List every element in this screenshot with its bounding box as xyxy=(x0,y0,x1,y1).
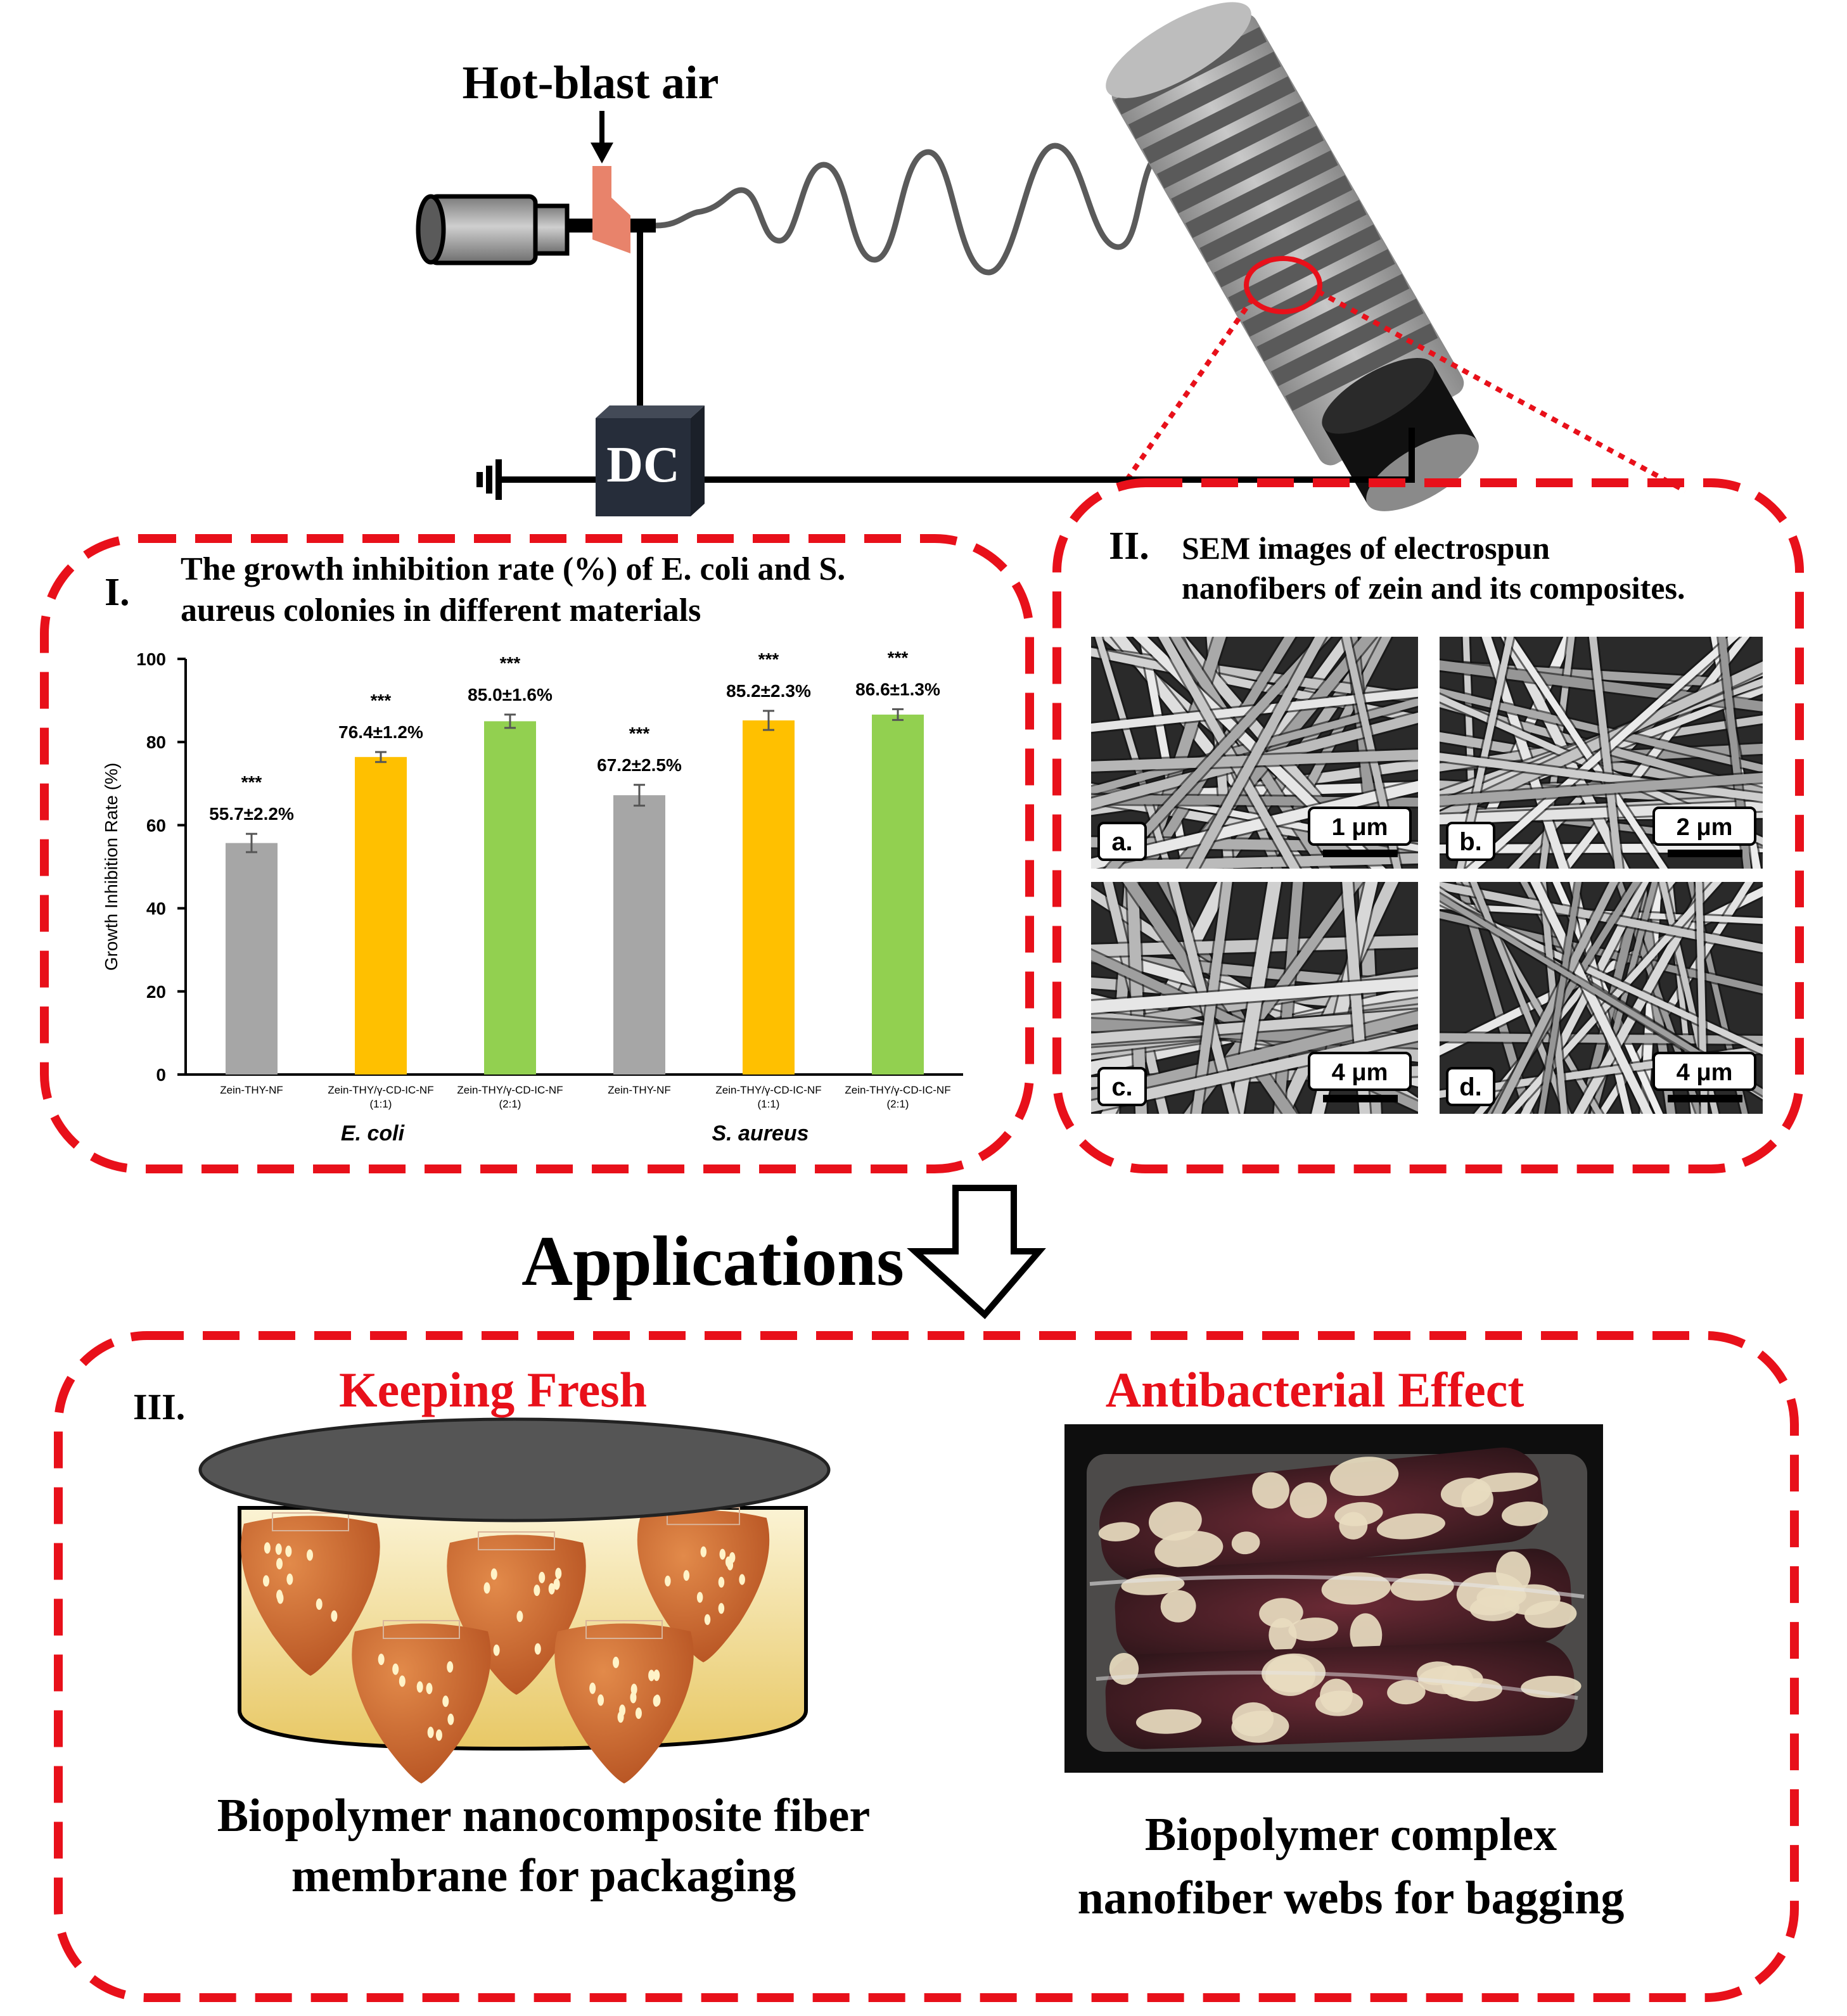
packaging-container xyxy=(198,1417,831,1783)
panel-2-title-line2: nanofibers of zein and its composites. xyxy=(1182,570,1685,606)
significance-label: *** xyxy=(500,653,521,673)
group-label-e-coli: E. coli xyxy=(341,1121,406,1145)
scale-bar-box xyxy=(1652,807,1756,846)
right-caption-line1: Biopolymer complex xyxy=(1145,1809,1557,1861)
ground-symbol-icon xyxy=(476,459,502,500)
y-tick-label: 40 xyxy=(146,899,166,919)
category-label: Zein-THY-NF xyxy=(608,1084,671,1096)
bar xyxy=(484,721,536,1075)
sem-letter: b. xyxy=(1459,828,1482,856)
panel-1: I. The growth inhibition rate (%) of E. … xyxy=(40,534,1034,1173)
group-label-s-aureus: S. aureus xyxy=(712,1121,808,1145)
sem-letter-box xyxy=(1097,822,1147,861)
left-caption-line2: membrane for packaging xyxy=(291,1850,796,1902)
bar xyxy=(613,795,665,1075)
y-tick-label: 100 xyxy=(136,649,166,669)
panel-1-title-line2: aureus colonies in different materials xyxy=(181,592,701,628)
y-axis-label: Growth Inhibition Rate (%) xyxy=(101,763,121,971)
category-label-line2: (2:1) xyxy=(499,1098,521,1110)
significance-label: *** xyxy=(758,649,779,669)
sem-letter-box xyxy=(1446,1067,1495,1106)
growth-inhibition-chart: Growth Inhibition Rate (%) 020406080100 … xyxy=(101,648,963,1145)
panel-2-title-line1: SEM images of electrospun xyxy=(1182,530,1550,566)
sausage xyxy=(1105,1640,1582,1749)
scale-bar xyxy=(1668,1095,1742,1102)
category-label: Zein-THY/γ-CD-IC-NF xyxy=(457,1084,563,1096)
hot-air-nozzle-icon xyxy=(592,166,630,253)
strawberry-icon xyxy=(241,1512,380,1676)
data-label: 76.4±1.2% xyxy=(338,722,423,742)
fiber-membrane-lid xyxy=(198,1417,831,1522)
bar xyxy=(226,843,278,1075)
category-label: Zein-THY/γ-CD-IC-NF xyxy=(845,1084,950,1096)
strawberry-icon xyxy=(554,1620,694,1783)
rotating-collector-icon xyxy=(1106,2,1479,511)
significance-label: *** xyxy=(888,648,909,667)
significance-label: *** xyxy=(241,772,262,792)
scale-bar-box xyxy=(1652,1052,1756,1091)
sem-letter-box xyxy=(1097,1067,1147,1106)
zoom-circle xyxy=(1244,256,1322,314)
scale-bar xyxy=(1323,850,1398,857)
y-tick-label: 60 xyxy=(146,815,166,835)
y-tick-label: 80 xyxy=(146,732,166,752)
data-label: 85.2±2.3% xyxy=(726,681,811,701)
bar xyxy=(743,720,795,1075)
scale-bar-label: 4 μm xyxy=(1332,1059,1388,1086)
scale-bar-box xyxy=(1308,807,1412,846)
syringe-icon xyxy=(416,194,656,265)
down-arrow-icon xyxy=(907,1185,1046,1320)
right-caption-line2: nanofiber webs for bagging xyxy=(1078,1872,1625,1924)
sausage xyxy=(1098,1447,1549,1581)
strawberry-icon xyxy=(352,1620,491,1783)
sem-letter: c. xyxy=(1111,1073,1132,1101)
y-tick-label: 20 xyxy=(146,982,166,1002)
sausage-bag-photo xyxy=(1064,1424,1603,1773)
electrospinning-apparatus: Hot-blast air xyxy=(416,2,1687,516)
category-label-line2: (2:1) xyxy=(887,1098,909,1110)
bar xyxy=(872,714,924,1075)
significance-label: *** xyxy=(371,691,392,710)
data-label: 85.0±1.6% xyxy=(468,685,553,705)
sem-letter: a. xyxy=(1111,828,1132,856)
antibacterial-heading: Antibacterial Effect xyxy=(1106,1362,1524,1417)
scale-bar xyxy=(1668,850,1742,857)
bar xyxy=(355,756,407,1075)
panel-3-numeral: III. xyxy=(133,1386,185,1427)
dc-power-supply: DC xyxy=(596,405,705,516)
category-label-line2: (1:1) xyxy=(758,1098,780,1110)
category-label-line2: (1:1) xyxy=(370,1098,392,1110)
sem-letter: d. xyxy=(1459,1073,1482,1101)
keeping-fresh-heading: Keeping Fresh xyxy=(339,1362,647,1417)
panel-1-title-line1: The growth inhibition rate (%) of E. col… xyxy=(181,551,845,587)
category-label: Zein-THY-NF xyxy=(220,1084,283,1096)
data-label: 67.2±2.5% xyxy=(597,755,682,775)
scale-bar xyxy=(1323,1095,1398,1102)
panel-3: III. Keeping Fresh Antibacterial Effect … xyxy=(54,1331,1799,2002)
panel-2-numeral: II. xyxy=(1109,525,1149,568)
data-label: 55.7±2.2% xyxy=(209,804,294,824)
panel-2: II. SEM images of electrospun nanofibers… xyxy=(1052,478,1804,1173)
scale-bar-label: 2 μm xyxy=(1677,814,1733,841)
scale-bar-label: 1 μm xyxy=(1332,814,1388,841)
scale-bar-box xyxy=(1308,1052,1412,1091)
panel-1-numeral: I. xyxy=(105,571,130,614)
y-tick-label: 0 xyxy=(156,1065,166,1085)
data-label: 86.6±1.3% xyxy=(855,679,940,699)
category-label: Zein-THY/γ-CD-IC-NF xyxy=(715,1084,821,1096)
hot-blast-air-label: Hot-blast air xyxy=(463,57,719,109)
left-caption-line1: Biopolymer nanocomposite fiber xyxy=(217,1790,870,1842)
applications-label: Applications xyxy=(521,1222,904,1301)
scale-bar-label: 4 μm xyxy=(1677,1059,1733,1086)
arrow-down-icon xyxy=(591,111,613,163)
dc-label: DC xyxy=(606,437,680,493)
significance-label: *** xyxy=(629,724,650,743)
fiber-jet xyxy=(655,143,1205,276)
sem-letter-box xyxy=(1446,822,1495,861)
applications-header: Applications xyxy=(521,1185,1046,1320)
category-label: Zein-THY/γ-CD-IC-NF xyxy=(328,1084,433,1096)
